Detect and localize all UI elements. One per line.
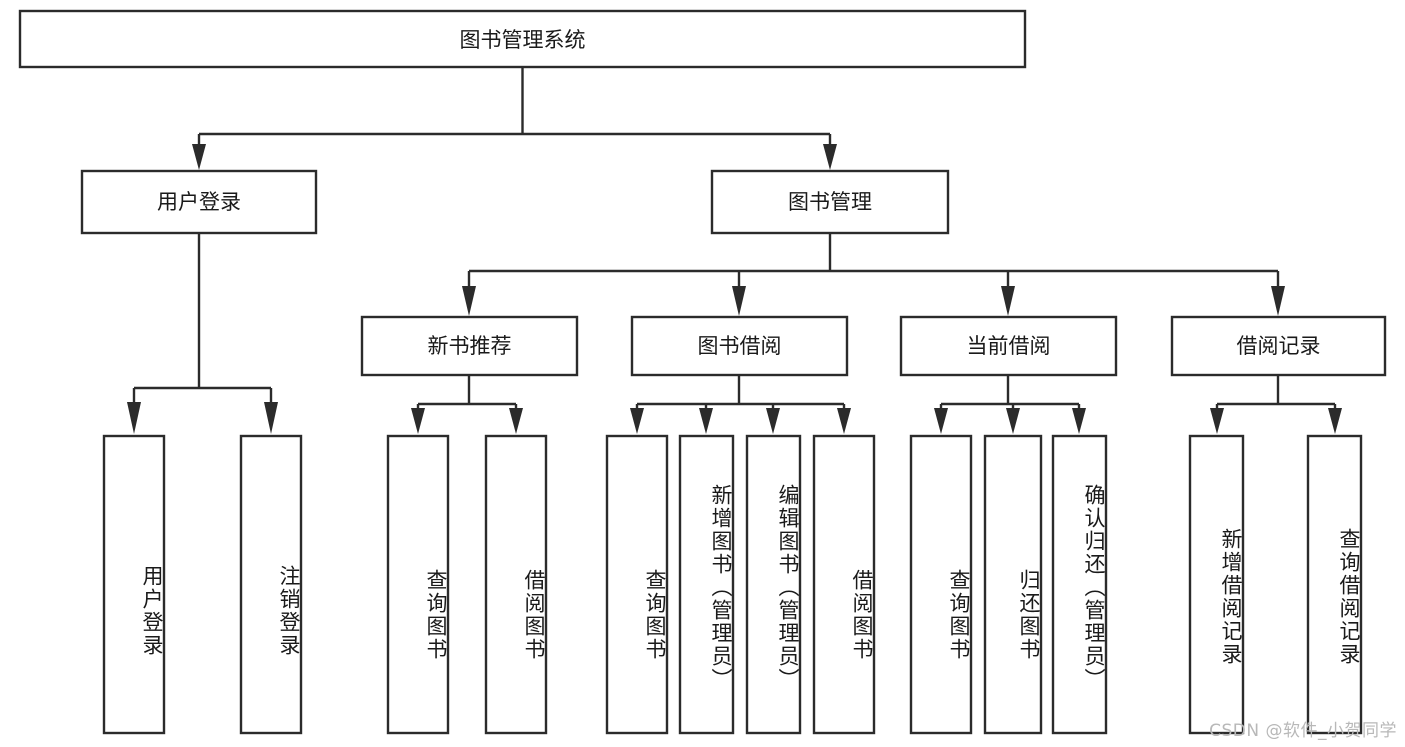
leaf-box-layer: [102, 434, 1363, 735]
node-book-borrow[interactable]: 图书借阅: [630, 315, 849, 377]
node-book-management-box[interactable]: [710, 169, 950, 235]
node-new-book-recommend[interactable]: 新书推荐: [360, 315, 579, 377]
leaf-box-rc-query-record[interactable]: [1306, 434, 1363, 735]
node-new-book-recommend-box[interactable]: [360, 315, 579, 377]
node-root-label: 图书管理系统: [460, 28, 586, 52]
leaf-box-bw-borrow-book[interactable]: [812, 434, 876, 735]
node-current-borrow-box[interactable]: [899, 315, 1118, 377]
arrow-head-record: [1271, 286, 1285, 316]
node-borrow-record-label: 借阅记录: [1237, 334, 1321, 358]
leaf-box-bw-query-book[interactable]: [605, 434, 669, 735]
node-new-book-recommend-label: 新书推荐: [428, 334, 512, 358]
node-root[interactable]: 图书管理系统: [18, 9, 1027, 69]
arrow-head-bw-edit: [766, 408, 780, 434]
node-current-borrow-label: 当前借阅: [967, 334, 1051, 358]
leaf-box-cb-confirm-return[interactable]: [1051, 434, 1108, 735]
arrow-head-user-login: [192, 144, 206, 170]
node-book-borrow-label: 图书借阅: [698, 334, 782, 358]
arrow-head-cb-confirm: [1072, 408, 1086, 434]
arrow-head-cb-query: [934, 408, 948, 434]
watermark-label: CSDN @软件_小贺同学: [1209, 721, 1397, 741]
arrow-head-leaf-user-login: [127, 402, 141, 434]
arrow-head-nb-borrow: [509, 408, 523, 434]
arrow-head-book-mgmt: [823, 144, 837, 170]
leaf-box-cb-query-book[interactable]: [909, 434, 973, 735]
leaf-box-nb-borrow-book[interactable]: [484, 434, 548, 735]
arrow-head-rc-query: [1328, 408, 1342, 434]
node-book-management[interactable]: 图书管理: [710, 169, 950, 235]
node-user-login-box[interactable]: [80, 169, 318, 235]
arrow-head-bw-query: [630, 408, 644, 434]
leaf-box-cb-return-book[interactable]: [983, 434, 1043, 735]
leaf-box-bw-add-book[interactable]: [678, 434, 735, 735]
node-user-login[interactable]: 用户登录: [80, 169, 318, 235]
arrow-head-cb-return: [1006, 408, 1020, 434]
arrow-head-leaf-logout: [264, 402, 278, 434]
node-borrow-record[interactable]: 借阅记录: [1170, 315, 1387, 377]
arrow-head-nb-query: [411, 408, 425, 434]
node-book-management-label: 图书管理: [788, 190, 872, 214]
node-book-borrow-box[interactable]: [630, 315, 849, 377]
arrow-head-newbook: [462, 286, 476, 316]
connector-layer: [127, 67, 1342, 434]
arrow-head-bw-add: [699, 408, 713, 434]
node-root-box[interactable]: [18, 9, 1027, 69]
leaf-box-bw-edit-book[interactable]: [745, 434, 802, 735]
arrow-head-rc-add: [1210, 408, 1224, 434]
arrow-head-bw-borrow: [837, 408, 851, 434]
leaf-box-rc-add-record[interactable]: [1188, 434, 1245, 735]
arrow-head-borrow: [732, 286, 746, 316]
leaf-box-user-login[interactable]: [102, 434, 166, 735]
node-borrow-record-box[interactable]: [1170, 315, 1387, 377]
arrow-head-current: [1001, 286, 1015, 316]
leaf-box-nb-query-book[interactable]: [386, 434, 450, 735]
leaf-box-logout[interactable]: [239, 434, 303, 735]
node-user-login-label: 用户登录: [157, 190, 241, 214]
node-current-borrow[interactable]: 当前借阅: [899, 315, 1118, 377]
